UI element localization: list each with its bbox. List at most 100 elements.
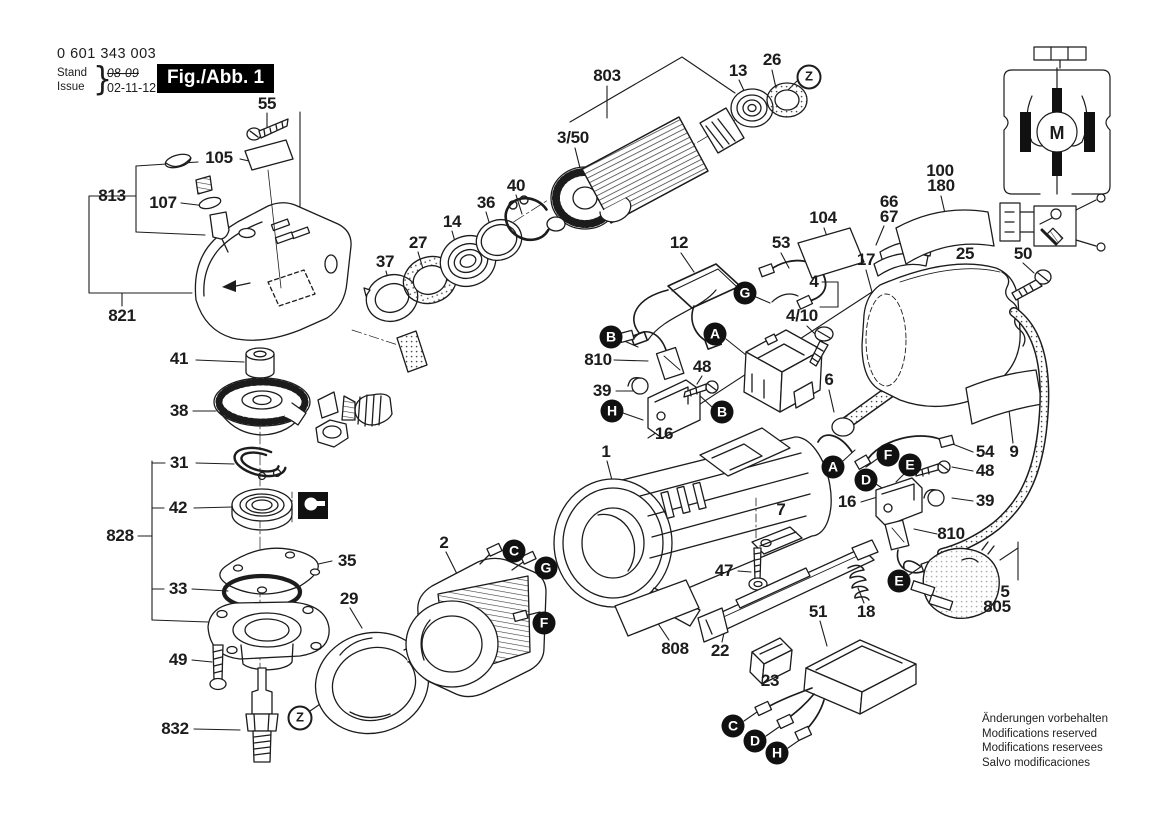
part-ring-26	[766, 82, 808, 118]
callout-47: 47	[714, 561, 734, 580]
grease-symbol	[291, 491, 328, 523]
part-number: 0 601 343 003	[57, 46, 157, 62]
header-block: 0 601 343 003 Stand Issue } 08-09 02-11-…	[57, 46, 217, 99]
callout-40: 40	[506, 176, 526, 195]
callout-54: 54	[975, 442, 995, 461]
part-button-23	[749, 637, 793, 685]
callout-810-right: 810	[937, 524, 965, 543]
part-plug-805	[902, 541, 1000, 619]
callout-a-mid: A	[703, 322, 727, 346]
callout-b-lower: B	[710, 400, 734, 424]
callout-828: 828	[106, 526, 134, 545]
part-bearing-sleeve-41	[245, 347, 275, 379]
callout-c-bottom: C	[721, 714, 745, 738]
stand-label: Stand	[57, 67, 88, 79]
callout-813: 813	[98, 186, 126, 205]
part-bevel-gear-38	[213, 377, 311, 436]
callout-37: 37	[375, 252, 395, 271]
part-bearing-flange	[207, 601, 330, 671]
part-module-51	[754, 639, 917, 742]
legal-notes: Änderungen vorbehalten Modifications res…	[982, 712, 1108, 770]
part-gear-housing-cover	[194, 169, 352, 341]
callout-29: 29	[339, 589, 359, 608]
part-ball-bearing-42	[231, 488, 293, 531]
legal-note-en: Modifications reserved	[982, 727, 1098, 740]
callout-180: 180	[927, 176, 955, 195]
callout-51: 51	[808, 602, 828, 621]
callout-4-10: 4/10	[786, 306, 818, 325]
part-wire-53	[758, 259, 827, 310]
callout-48-upper: 48	[692, 357, 712, 376]
callout-4: 4	[809, 272, 819, 291]
callout-100: 100	[926, 161, 954, 180]
callout-803: 803	[593, 66, 621, 85]
callout-h-upper: H	[600, 399, 624, 423]
callout-41: 41	[169, 349, 189, 368]
part-label-104	[797, 227, 865, 279]
callout-23: 23	[760, 671, 780, 690]
callout-13: 13	[728, 61, 748, 80]
part-screw-49	[209, 644, 227, 691]
part-housing-shell-25	[861, 263, 1026, 408]
part-gasket-plate-35	[219, 547, 321, 595]
part-pinion-43	[317, 391, 393, 427]
callout-z-top: Z	[796, 64, 822, 90]
schematic-motor-label: M	[1050, 123, 1065, 143]
legal-note-es: Salvo modificaciones	[982, 756, 1091, 769]
callout-7: 7	[776, 500, 786, 519]
callout-25: 25	[955, 244, 975, 263]
callout-50: 50	[1013, 244, 1033, 263]
part-bearing-13	[730, 88, 774, 128]
legal-note-fr: Modifications reservees	[982, 742, 1103, 754]
part-motor-housing	[553, 427, 832, 627]
callout-1: 1	[601, 442, 611, 461]
callout-48-right: 48	[975, 461, 995, 480]
callout-d-right: D	[854, 468, 878, 492]
callout-39-right: 39	[975, 491, 995, 510]
part-screw-4-10	[809, 326, 834, 367]
callout-821: 821	[108, 306, 136, 325]
new-revision-date: 02-11-12	[107, 81, 157, 95]
part-screw-50	[1011, 269, 1052, 301]
callout-66: 66	[879, 192, 899, 211]
callout-36: 36	[476, 193, 496, 212]
part-brush-group-right	[817, 434, 955, 574]
part-slide-bar-22	[697, 539, 879, 643]
callout-g-mid: G	[733, 281, 757, 305]
part-nut-45	[315, 419, 349, 448]
part-field-coil	[405, 542, 547, 698]
legal-note-de: Änderungen vorbehalten	[982, 713, 1108, 725]
callout-6: 6	[824, 370, 834, 389]
part-power-cord	[937, 307, 1050, 558]
callout-26: 26	[762, 50, 782, 69]
part-spring-18	[847, 564, 870, 601]
callout-12: 12	[669, 233, 689, 252]
revision-block: Stand Issue } 08-09 02-11-12	[57, 60, 217, 99]
callout-55: 55	[257, 94, 277, 113]
callout-49: 49	[168, 650, 188, 669]
callout-832: 832	[161, 719, 189, 738]
callout-f-right: F	[876, 443, 900, 467]
callout-104: 104	[809, 208, 837, 227]
callout-e-right: E	[898, 453, 922, 477]
callout-d-bottom: D	[743, 729, 767, 753]
callout-f-field: F	[532, 611, 556, 635]
figure-label-box: Fig./Abb. 1	[157, 64, 275, 93]
callout-105: 105	[205, 148, 233, 167]
callout-27: 27	[408, 233, 428, 252]
callout-h-bottom: H	[765, 741, 789, 765]
callout-e-plug: E	[887, 569, 911, 593]
part-label-105	[244, 139, 294, 171]
revision-brace: }	[93, 60, 113, 99]
callout-810-upper: 810	[584, 350, 612, 369]
callout-2: 2	[439, 533, 449, 552]
callout-17: 17	[856, 250, 876, 269]
callout-39-upper: 39	[592, 381, 612, 400]
issue-label: Issue	[57, 81, 85, 93]
drive-shaft-stub	[396, 330, 428, 373]
callout-c-field: C	[502, 539, 526, 563]
part-flange-bowl-29	[314, 631, 430, 735]
callout-16-right: 16	[837, 492, 857, 511]
